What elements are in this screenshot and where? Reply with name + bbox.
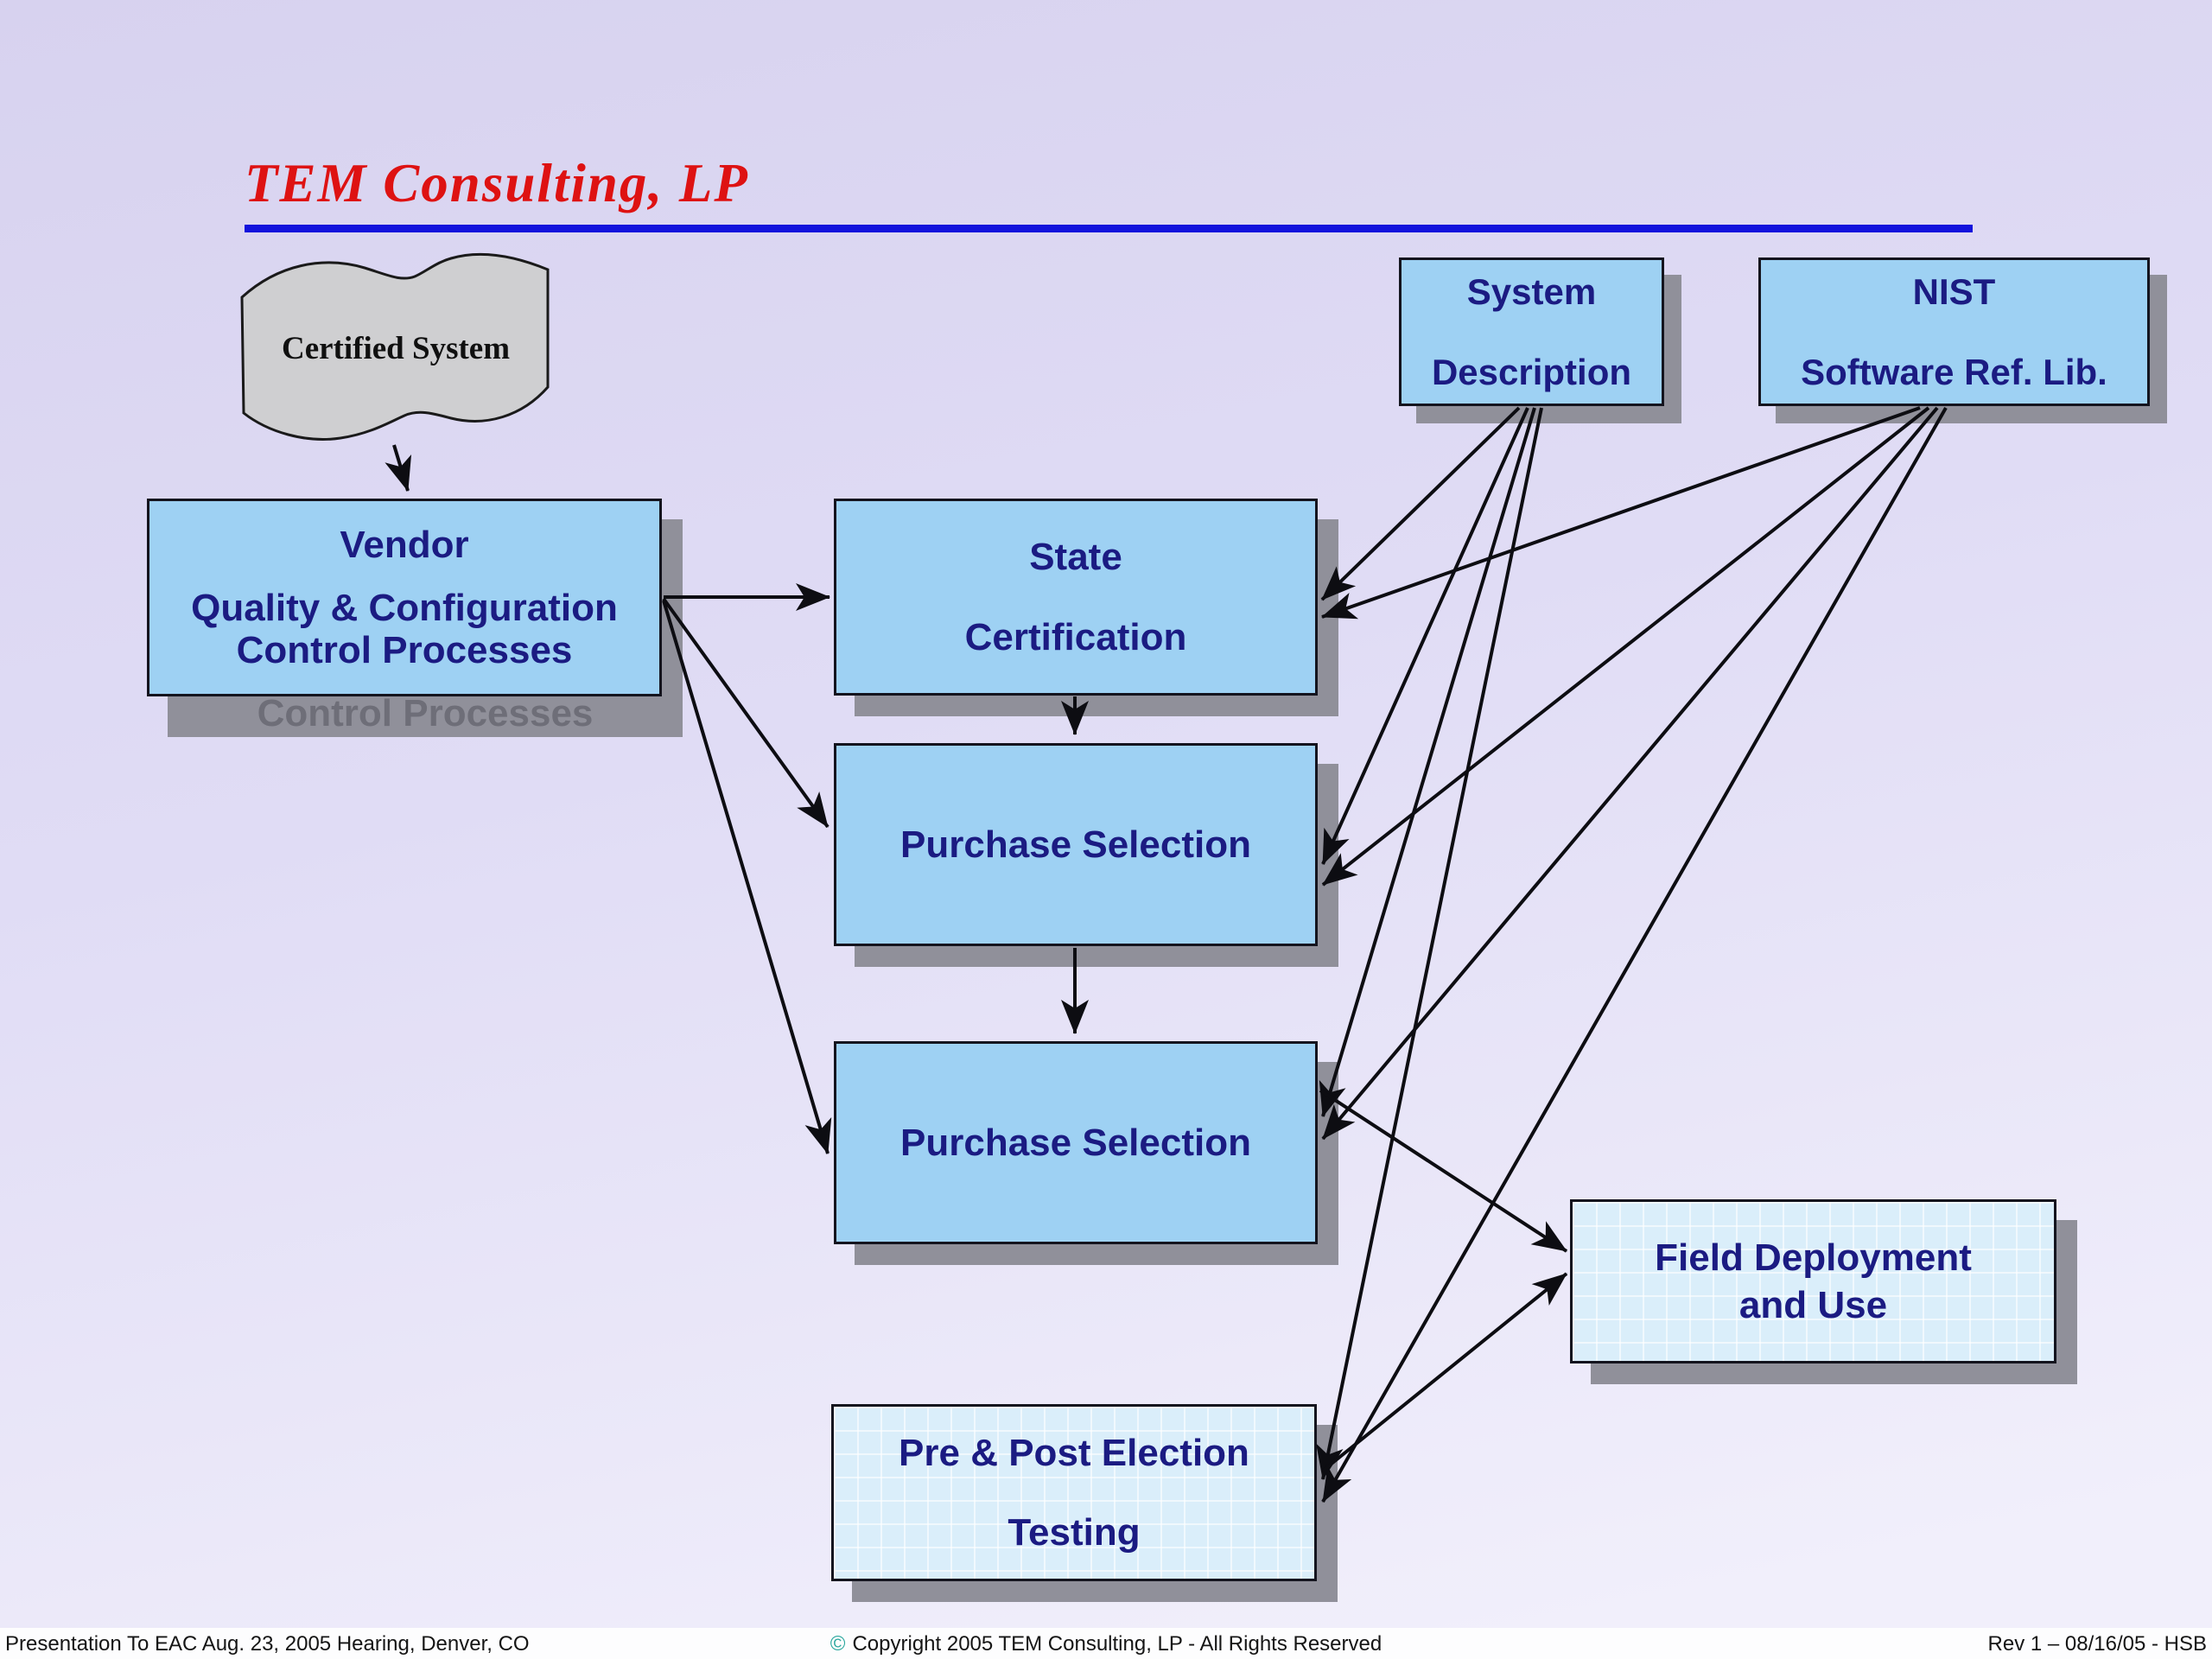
arrow-pre-post-election-testing-to-field-deployment-and-use xyxy=(1321,1272,1568,1472)
page-title: TEM Consulting, LP xyxy=(245,153,749,213)
title-underline xyxy=(245,225,1973,232)
wave-flag-shape xyxy=(240,252,550,441)
arrow-nist-software-ref-lib-to-state-certification xyxy=(1321,406,1921,620)
vendor-line: Quality & Configuration xyxy=(191,586,618,629)
certified-system-label: Certified System xyxy=(281,331,511,366)
arrow-nist-software-ref-lib-to-purchase-selection-1 xyxy=(1321,406,1930,887)
system-description-box: System Description xyxy=(1399,257,1664,406)
nist-line: NIST xyxy=(1912,270,1996,312)
footer-right-text: Rev 1 – 08/16/05 - HSB xyxy=(1987,1632,2207,1656)
vendor-line: Control Processes xyxy=(236,629,573,672)
arrow-nist-software-ref-lib-to-purchase-selection-2 xyxy=(1321,406,1939,1141)
pre-post-testing-line: Pre & Post Election xyxy=(899,1432,1249,1475)
footer-center-text: ©Copyright 2005 TEM Consulting, LP - All… xyxy=(0,1632,2212,1656)
state-certification-box: State Certification xyxy=(834,499,1318,696)
pre-post-testing-line: Testing xyxy=(1007,1510,1141,1554)
footer-bar: Presentation To EAC Aug. 23, 2005 Hearin… xyxy=(0,1628,2212,1659)
nist-software-ref-lib-box: NIST Software Ref. Lib. xyxy=(1758,257,2150,406)
arrow-purchase-selection-2-to-field-deployment-and-use xyxy=(1319,1089,1568,1253)
field-deployment-box: Field Deployment and Use xyxy=(1570,1199,2056,1363)
field-deployment-line: and Use xyxy=(1738,1284,1888,1326)
pre-post-election-testing-box: Pre & Post Election Testing xyxy=(831,1404,1317,1581)
arrow-system-description-to-purchase-selection-1 xyxy=(1321,407,1529,865)
purchase-selection-box-1: Purchase Selection xyxy=(834,743,1318,946)
copyright-icon: © xyxy=(830,1632,846,1656)
arrow-system-description-to-purchase-selection-2 xyxy=(1319,407,1536,1117)
arrow-vendor-to-purchase-selection-2 xyxy=(662,600,832,1154)
system-description-line: System xyxy=(1466,270,1597,312)
arrow-system-description-to-pre-post-election-testing xyxy=(1316,407,1543,1480)
footer-copyright-text: Copyright 2005 TEM Consulting, LP - All … xyxy=(852,1632,1382,1656)
purchase-selection-label: Purchase Selection xyxy=(900,1121,1251,1164)
arrow-vendor-to-purchase-selection-1 xyxy=(662,597,830,829)
vendor-line: Vendor xyxy=(340,523,469,566)
state-certification-line: State xyxy=(1029,535,1122,578)
state-certification-line: Certification xyxy=(964,616,1187,658)
vendor-shadow-ghost-text: Control Processes xyxy=(257,692,594,734)
purchase-selection-box-2: Purchase Selection xyxy=(834,1041,1318,1244)
system-description-line: Description xyxy=(1431,352,1632,392)
certified-system-flag: Certified System xyxy=(233,251,558,449)
purchase-selection-label: Purchase Selection xyxy=(900,823,1251,866)
footer-left-text: Presentation To EAC Aug. 23, 2005 Hearin… xyxy=(5,1632,530,1656)
arrow-system-description-to-state-certification xyxy=(1320,406,1521,601)
nist-line: Software Ref. Lib. xyxy=(1801,352,2107,392)
field-deployment-line: Field Deployment xyxy=(1655,1236,1972,1279)
vendor-box: Vendor Quality & Configuration Control P… xyxy=(147,499,662,696)
arrow-certified-system-to-vendor xyxy=(385,444,412,492)
